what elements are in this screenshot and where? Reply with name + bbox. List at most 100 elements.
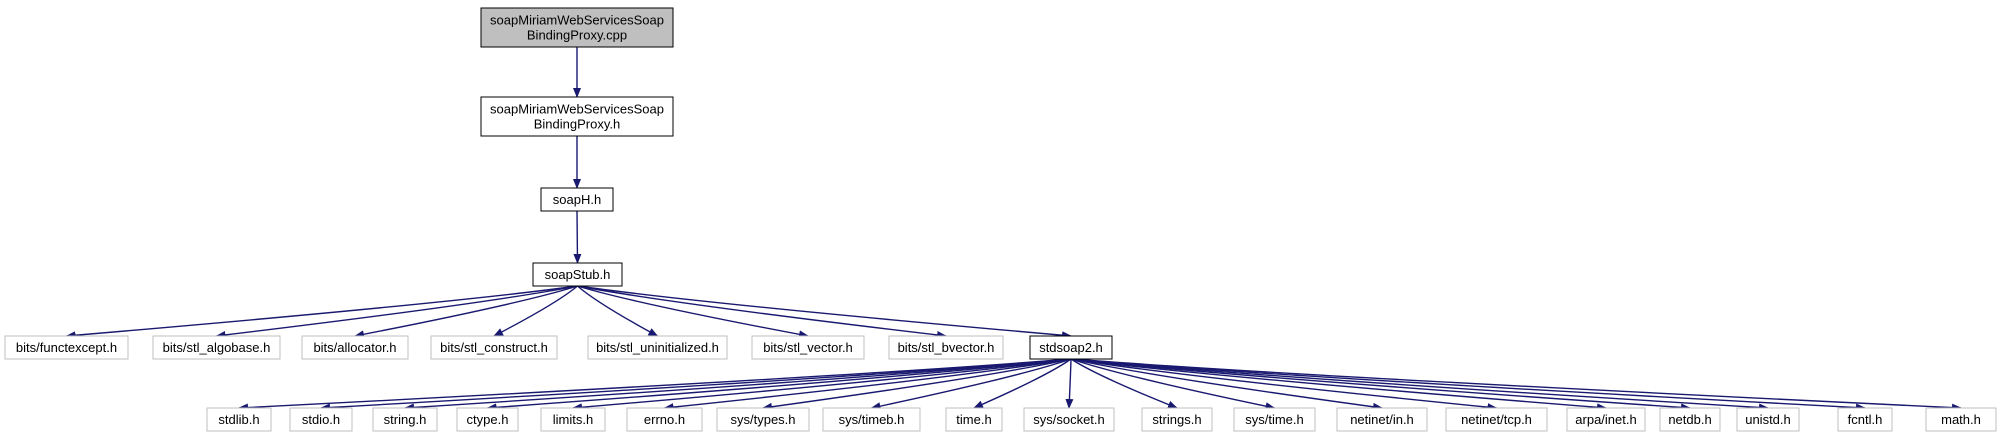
node-ctype: ctype.h <box>456 407 519 432</box>
edge-stdsoap2-to-limits <box>572 358 1072 412</box>
node-box-sys_types <box>716 407 810 432</box>
node-netinet_tcp: netinet/tcp.h <box>1445 407 1548 432</box>
edge-stdsoap2-to-sys_types <box>762 358 1072 411</box>
node-box-stl_bvector <box>888 335 1004 360</box>
node-stl_algobase: bits/stl_algobase.h <box>152 335 281 360</box>
edge-stdsoap2-to-sys_time <box>1070 358 1276 411</box>
node-sys_types: sys/types.h <box>716 407 810 432</box>
node-label-stdsoap2-0: stdsoap2.h <box>1039 340 1103 355</box>
node-label-stl_uninitialized-0: bits/stl_uninitialized.h <box>596 340 719 355</box>
node-label-proxy_h-1: BindingProxy.h <box>534 117 620 132</box>
edge-stdsoap2-to-math <box>1070 358 1962 412</box>
node-errno: errno.h <box>626 407 703 432</box>
node-time: time.h <box>945 407 1003 432</box>
edge-stdsoap2-to-sys_socket <box>1065 358 1074 409</box>
node-label-math-0: math.h <box>1941 412 1981 427</box>
node-label-root-1: BindingProxy.cpp <box>527 28 627 43</box>
node-stdlib: stdlib.h <box>206 407 272 432</box>
node-math: math.h <box>1925 407 1997 432</box>
node-box-stdsoap2[interactable] <box>1029 335 1113 360</box>
node-box-stdio <box>289 407 353 432</box>
node-label-arpa_inet-0: arpa/inet.h <box>1575 412 1636 427</box>
node-arpa_inet: arpa/inet.h <box>1566 407 1646 432</box>
node-box-allocator <box>301 335 409 360</box>
node-label-fcntl-0: fcntl.h <box>1848 412 1883 427</box>
node-sys_timeb: sys/timeb.h <box>822 407 921 432</box>
node-box-time <box>945 407 1003 432</box>
node-label-sys_socket-0: sys/socket.h <box>1033 412 1105 427</box>
node-label-limits-0: limits.h <box>553 412 593 427</box>
node-label-string-0: string.h <box>384 412 427 427</box>
node-unistd: unistd.h <box>1736 407 1800 432</box>
node-stl_uninitialized: bits/stl_uninitialized.h <box>587 335 728 360</box>
node-label-stl_construct-0: bits/stl_construct.h <box>440 340 548 355</box>
node-label-soapH-0: soapH.h <box>553 192 601 207</box>
node-box-root <box>480 7 674 48</box>
node-label-time-0: time.h <box>956 412 991 427</box>
edge-stdsoap2-to-strings <box>1070 358 1178 409</box>
node-label-proxy_h-0: soapMiriamWebServicesSoap <box>490 102 664 117</box>
node-netdb: netdb.h <box>1659 407 1721 432</box>
edge-soapStub-to-stl_uninitialized <box>577 285 659 337</box>
node-string: string.h <box>372 407 438 432</box>
node-soapH[interactable]: soapH.h <box>540 187 614 212</box>
node-box-stl_vector <box>751 335 865 360</box>
nodes-layer: soapMiriamWebServicesSoapBindingProxy.cp… <box>4 7 1997 432</box>
edge-stdsoap2-to-netinet_tcp <box>1070 358 1498 412</box>
node-box-proxy_h[interactable] <box>480 96 674 137</box>
node-box-sys_time <box>1233 407 1316 432</box>
node-box-limits <box>540 407 606 432</box>
edge-stdsoap2-to-sys_timeb <box>870 358 1072 411</box>
node-label-ctype-0: ctype.h <box>467 412 509 427</box>
node-box-sys_timeb <box>822 407 921 432</box>
node-label-sys_timeb-0: sys/timeb.h <box>839 412 905 427</box>
node-box-sys_socket <box>1023 407 1115 432</box>
node-root: soapMiriamWebServicesSoapBindingProxy.cp… <box>480 7 674 48</box>
node-box-stdlib <box>206 407 272 432</box>
node-netinet_in: netinet/in.h <box>1336 407 1428 432</box>
edge-soapStub-to-functexcept <box>65 285 578 340</box>
node-label-errno-0: errno.h <box>644 412 685 427</box>
node-label-stdlib-0: stdlib.h <box>218 412 259 427</box>
node-fcntl: fcntl.h <box>1837 407 1893 432</box>
node-box-soapStub[interactable] <box>532 262 623 287</box>
node-label-root-0: soapMiriamWebServicesSoap <box>490 13 664 28</box>
node-strings: strings.h <box>1141 407 1213 432</box>
node-box-soapH[interactable] <box>540 187 614 212</box>
node-box-arpa_inet <box>1566 407 1646 432</box>
node-box-string <box>372 407 438 432</box>
node-label-sys_time-0: sys/time.h <box>1245 412 1304 427</box>
node-box-strings <box>1141 407 1213 432</box>
edge-soapH-to-soapStub <box>573 210 582 264</box>
node-box-stl_uninitialized <box>587 335 728 360</box>
node-box-stl_algobase <box>152 335 281 360</box>
edge-soapStub-to-stdsoap2 <box>577 285 1072 340</box>
node-label-unistd-0: unistd.h <box>1745 412 1791 427</box>
node-functexcept: bits/functexcept.h <box>4 335 129 360</box>
edge-soapStub-to-stl_construct <box>493 285 578 337</box>
edge-soapStub-to-stl_bvector <box>577 285 947 339</box>
node-label-stl_bvector-0: bits/stl_bvector.h <box>898 340 995 355</box>
edge-stdsoap2-to-time <box>973 358 1072 409</box>
edges-layer <box>65 47 1962 412</box>
node-stl_vector: bits/stl_vector.h <box>751 335 865 360</box>
node-stl_construct: bits/stl_construct.h <box>430 335 558 360</box>
node-soapStub[interactable]: soapStub.h <box>532 262 623 287</box>
node-limits: limits.h <box>540 407 606 432</box>
node-label-stl_vector-0: bits/stl_vector.h <box>763 340 853 355</box>
node-label-soapStub-0: soapStub.h <box>545 267 611 282</box>
node-box-netinet_tcp <box>1445 407 1548 432</box>
node-box-functexcept <box>4 335 129 360</box>
node-stdsoap2[interactable]: stdsoap2.h <box>1029 335 1113 360</box>
node-label-netinet_tcp-0: netinet/tcp.h <box>1461 412 1532 427</box>
edge-stdsoap2-to-errno <box>663 358 1072 412</box>
node-box-netinet_in <box>1336 407 1428 432</box>
node-box-stl_construct <box>430 335 558 360</box>
node-label-stdio-0: stdio.h <box>302 412 340 427</box>
node-label-strings-0: strings.h <box>1152 412 1201 427</box>
node-label-allocator-0: bits/allocator.h <box>313 340 396 355</box>
node-label-functexcept-0: bits/functexcept.h <box>16 340 117 355</box>
node-sys_time: sys/time.h <box>1233 407 1316 432</box>
